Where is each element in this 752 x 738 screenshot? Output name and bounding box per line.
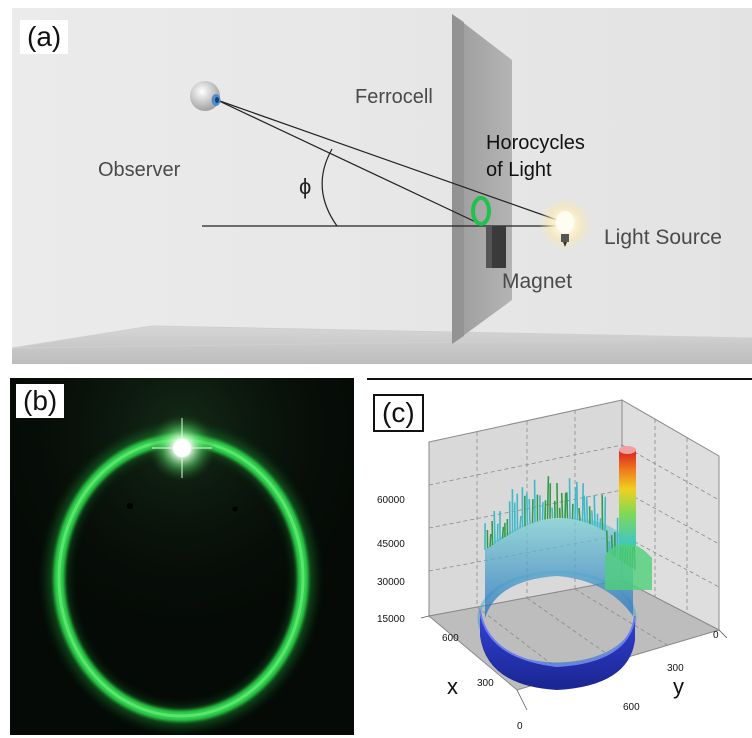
noise-spike — [501, 526, 505, 539]
x-tick-600: 600 — [442, 633, 459, 644]
sight-line-to-source — [216, 99, 561, 222]
noise-spike — [493, 510, 496, 544]
noise-spike — [593, 494, 596, 527]
z-tick-60000: 60000 — [377, 495, 405, 506]
noise-spike — [546, 476, 550, 520]
x-axis-label: x — [447, 674, 458, 699]
panel-a-label: (a) — [20, 20, 69, 54]
panel-c-3d-intensity-plot: 60000 45000 30000 15000 600 300 0 0 300 … — [367, 378, 752, 737]
surface-plot: 60000 45000 30000 15000 600 300 0 0 300 … — [377, 399, 728, 732]
panel-b-label: (b) — [16, 384, 65, 418]
panel-b-photograph: (b) — [10, 378, 354, 735]
noise-spike — [574, 487, 577, 520]
noise-spike — [564, 492, 567, 519]
noise-spike — [544, 500, 547, 520]
ring-front-band — [480, 610, 635, 690]
observer-label: Observer — [98, 159, 181, 181]
noise-spike — [568, 478, 571, 519]
noise-spike — [576, 481, 579, 521]
horocycles-label-line1: Horocycles — [486, 132, 585, 154]
noise-spike — [560, 492, 564, 519]
horocycle-ring-icon — [471, 196, 491, 226]
magnet-label: Magnet — [502, 270, 572, 293]
sight-line-to-ring — [216, 99, 481, 225]
x-tick-0: 0 — [517, 721, 523, 732]
noise-spike — [526, 492, 529, 526]
noise-spike — [605, 530, 609, 553]
noise-spike — [578, 507, 581, 521]
z-tick-30000: 30000 — [377, 577, 405, 588]
z-tick-45000: 45000 — [377, 539, 405, 550]
noise-spike — [583, 495, 586, 523]
angle-arc — [321, 148, 338, 227]
noise-spike — [581, 483, 584, 522]
noise-spike — [599, 518, 602, 529]
noise-spikes — [484, 476, 636, 571]
x-tick-300: 300 — [477, 678, 494, 689]
y-tick-600: 600 — [623, 702, 640, 713]
noise-spike — [519, 515, 522, 529]
light-source-label: Light Source — [604, 226, 722, 249]
light-bulb-icon — [556, 211, 574, 233]
back-wall — [12, 8, 752, 364]
ring-inner-wall — [485, 518, 634, 618]
noise-spike — [591, 510, 594, 526]
panel-c-label: (c) — [373, 394, 424, 432]
horocycle-photo — [10, 378, 354, 735]
y-tick-300: 300 — [667, 663, 684, 674]
noise-spike — [585, 496, 589, 524]
noise-spike — [489, 533, 492, 547]
noise-spike — [566, 492, 569, 519]
y-tick-0: 0 — [713, 630, 719, 641]
panel-a-schematic: Observer Ferrocell Horocycles of Light ϕ… — [12, 8, 752, 364]
ferrocell-setup-diagram: Observer Ferrocell Horocycles of Light ϕ… — [12, 8, 752, 364]
y-axis-label: y — [673, 674, 684, 699]
ferrocell-label: Ferrocell — [355, 86, 433, 108]
floor — [12, 326, 752, 364]
noise-spike — [528, 498, 531, 525]
noise-spike — [541, 502, 544, 521]
horocycles-label-line2: of Light — [486, 159, 552, 181]
intensity-peak — [605, 446, 652, 590]
observer-eye-icon — [190, 81, 221, 111]
angle-phi-label: ϕ — [299, 174, 311, 199]
z-tick-15000: 15000 — [377, 614, 405, 625]
axis-ticks — [420, 615, 728, 711]
noise-spike — [556, 482, 559, 519]
